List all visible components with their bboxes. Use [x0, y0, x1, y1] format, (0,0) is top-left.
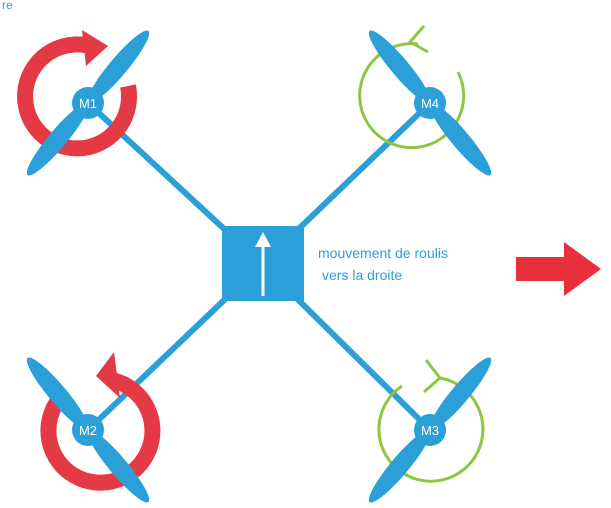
motor-m1: M1 — [17, 30, 150, 176]
rotation-arrowhead-m4 — [408, 25, 429, 54]
thrust-ring-m2 — [40, 372, 161, 491]
motor-hub-m3 — [414, 414, 446, 446]
rotation-arrowhead-m1 — [82, 30, 108, 66]
rotation-arrowhead-m2 — [96, 352, 120, 398]
caption-line-1: mouvement de roulis — [318, 245, 448, 261]
motor-hub-m1 — [72, 87, 104, 119]
thrust-ring-m1 — [17, 36, 138, 157]
motor-hub-m4 — [414, 87, 446, 119]
motor-m3: M3 — [368, 357, 492, 503]
roll-direction-arrow-icon — [516, 242, 601, 296]
motor-hub-m2 — [72, 414, 104, 446]
central-body — [222, 226, 304, 301]
motor-label-m4: M4 — [421, 96, 439, 111]
orientation-arrow-icon — [255, 232, 271, 247]
thrust-ring-m3 — [377, 376, 485, 483]
motor-label-m2: M2 — [79, 423, 97, 438]
motor-label-m1: M1 — [79, 96, 97, 111]
propeller-m4 — [368, 30, 492, 176]
motor-m2: M2 — [26, 352, 161, 503]
motor-label-m3: M3 — [421, 423, 439, 438]
motor-m4: M4 — [358, 25, 492, 176]
rotation-arrowhead-m3 — [423, 359, 442, 394]
propeller-m1 — [26, 30, 150, 176]
corner-text-fragment: re — [2, 0, 13, 12]
caption-line-2: vers la droite — [322, 267, 402, 283]
propeller-m3 — [368, 357, 492, 503]
thrust-ring-m4 — [358, 42, 466, 150]
propeller-m2 — [26, 357, 150, 503]
